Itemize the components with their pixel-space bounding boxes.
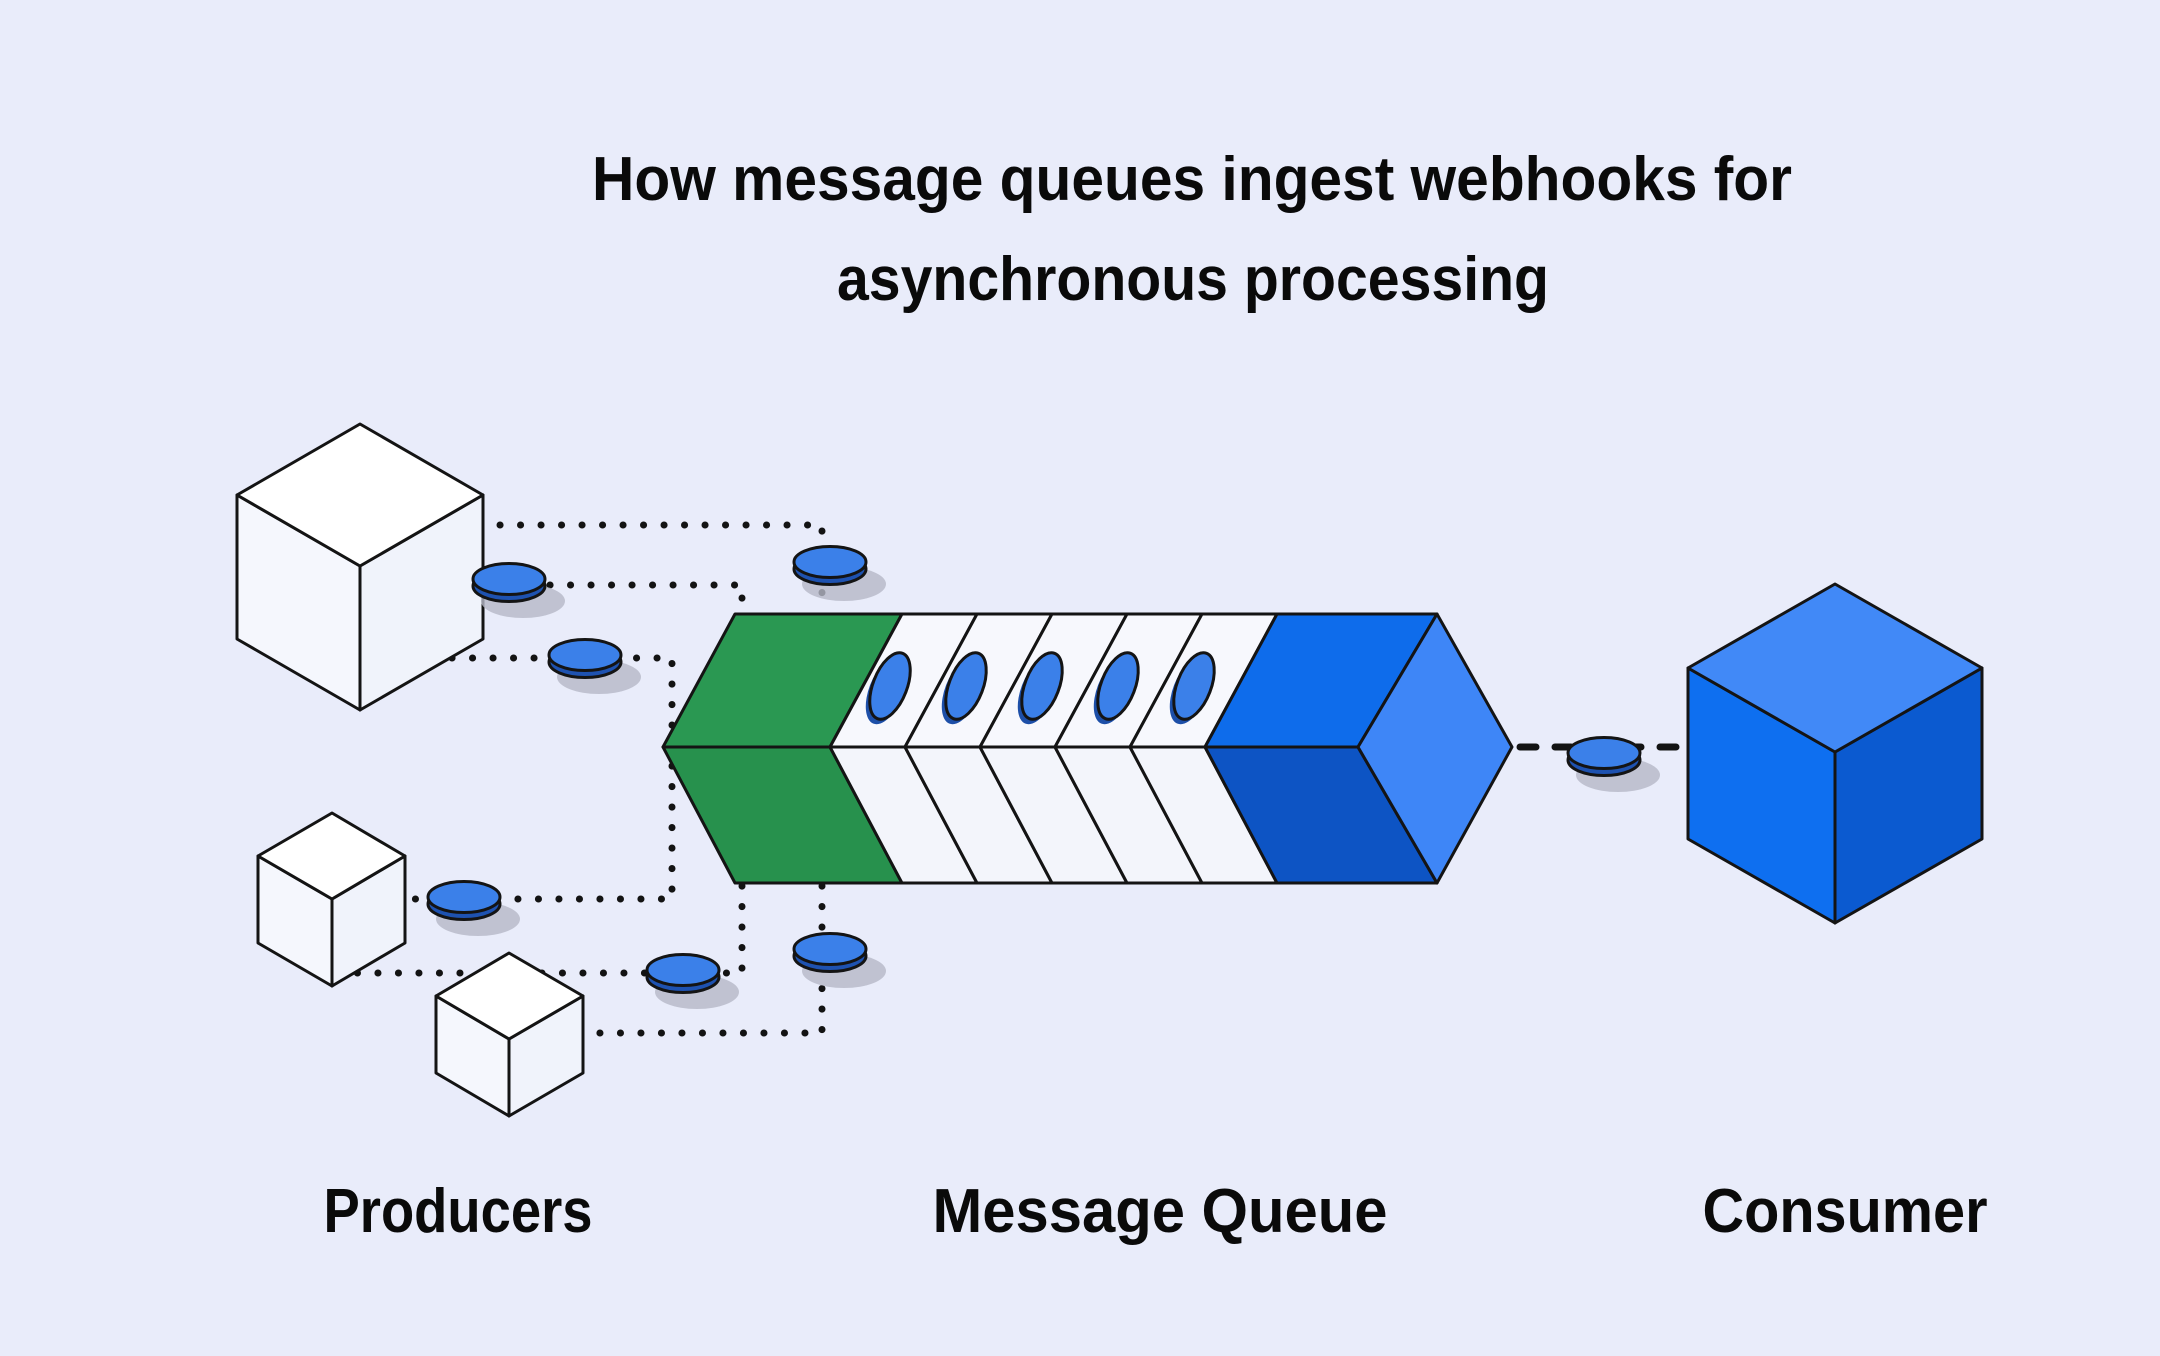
queue-message-icon <box>941 651 988 725</box>
producer-cube-large <box>235 422 485 712</box>
message-disk-icon <box>1566 736 1660 792</box>
message-queue-label: Message Queue <box>933 1177 1388 1246</box>
queue-message-icon <box>1093 651 1140 725</box>
producer-cube-small-bottom <box>434 951 585 1118</box>
consumer-cube <box>1686 582 1984 925</box>
message-disk-icon <box>645 953 739 1009</box>
consumer-label: Consumer <box>1703 1177 1988 1246</box>
connector-producer3-queue-bottom <box>586 882 826 1037</box>
message-disk-icon <box>426 880 520 936</box>
title-line-1: How message queues ingest webhooks for <box>592 145 1792 214</box>
inflight-messages <box>426 545 1660 1009</box>
producers-label: Producers <box>324 1177 593 1246</box>
message-queue-graphic <box>661 612 1514 885</box>
message-disk-icon <box>792 545 886 601</box>
queue-message-icon <box>865 651 912 725</box>
title-line-2: asynchronous processing <box>837 245 1549 314</box>
consumer-cube-top-face <box>1686 582 1984 754</box>
message-disk-icon <box>547 638 641 694</box>
producer-cube-small-left <box>256 811 407 988</box>
connector-producer1-mid <box>505 581 746 610</box>
connector-producer1-producer2 <box>406 654 676 903</box>
queue-message-icon <box>1169 651 1216 725</box>
message-disk-icon <box>471 562 565 618</box>
queue-message-holes <box>865 651 1216 725</box>
queue-message-icon <box>1017 651 1064 725</box>
message-disk-icon <box>792 932 886 988</box>
queue-end-cap <box>1356 612 1514 885</box>
